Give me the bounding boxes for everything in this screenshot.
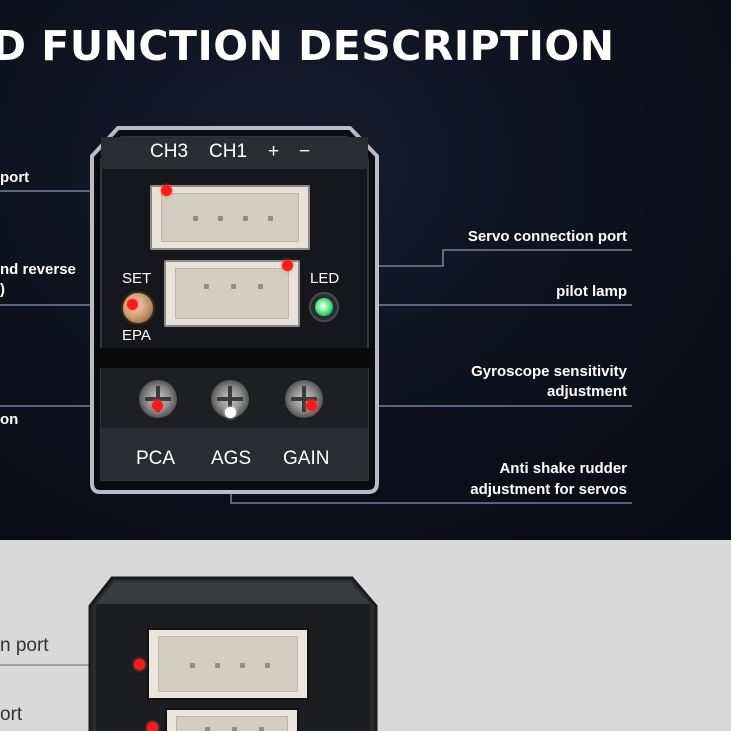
- label-led: LED: [310, 270, 340, 287]
- pin: [268, 216, 273, 221]
- label-left-port: port: [0, 169, 30, 186]
- label-plus: +: [268, 141, 280, 162]
- board-divider: [94, 348, 374, 368]
- board2-top-face: [96, 582, 370, 604]
- led-lens: [315, 298, 333, 316]
- label-ch3: CH3: [150, 141, 189, 162]
- pin: [243, 216, 248, 221]
- set-epa-button[interactable]: [121, 291, 155, 325]
- pin: [240, 663, 245, 668]
- pin: [205, 727, 210, 731]
- label-set: SET: [122, 270, 152, 287]
- board-header-strip: [101, 137, 368, 169]
- pin: [231, 284, 236, 289]
- gain-knob[interactable]: [283, 378, 325, 420]
- marker-servo: [282, 260, 293, 271]
- pin: [218, 216, 223, 221]
- pin: [258, 284, 263, 289]
- pca-knob[interactable]: [137, 378, 179, 420]
- marker-servo-2: [147, 722, 158, 731]
- ags-knob[interactable]: [209, 378, 251, 420]
- pin: [259, 727, 264, 731]
- controller-board-2: [0, 576, 378, 731]
- label-epa: EPA: [122, 327, 151, 344]
- label-bottom-port-1: n port: [0, 635, 49, 656]
- label-pca: PCA: [136, 448, 176, 469]
- pin: [190, 663, 195, 668]
- pin: [265, 663, 270, 668]
- pin: [193, 216, 198, 221]
- page-title: D FUNCTION DESCRIPTION: [0, 22, 615, 70]
- label-left-on: on: [0, 411, 19, 428]
- connector-socket: [175, 268, 289, 319]
- marker-port-2: [134, 659, 145, 670]
- board-footer-strip: [101, 428, 368, 480]
- ch-connector-bottom: [147, 628, 309, 700]
- label-left-reverse-2: ): [0, 281, 5, 298]
- pin: [204, 284, 209, 289]
- marker-gain: [306, 400, 317, 411]
- label-anti-1: Anti shake rudder: [499, 460, 627, 477]
- label-gyro-1: Gyroscope sensitivity: [471, 363, 627, 380]
- connector-socket: [158, 636, 298, 692]
- bottom-panel: n port ort: [0, 540, 731, 731]
- servo-connector: [164, 260, 300, 327]
- pin: [215, 663, 220, 668]
- marker-port: [161, 185, 172, 196]
- label-minus: −: [299, 141, 311, 162]
- ch-connector-top: [150, 185, 310, 250]
- servo-connector-bottom: [165, 708, 299, 731]
- pin: [232, 727, 237, 731]
- label-left-reverse-1: nd reverse: [0, 261, 76, 278]
- marker-pca: [152, 400, 163, 411]
- label-pilot-lamp: pilot lamp: [556, 283, 627, 300]
- connector-socket: [161, 193, 299, 242]
- marker-ags: [225, 407, 236, 418]
- label-gain: GAIN: [283, 448, 330, 469]
- top-panel: D FUNCTION DESCRIPTION CH3 CH1 + − S: [0, 0, 731, 540]
- label-servo-port: Servo connection port: [467, 228, 627, 245]
- label-ags: AGS: [211, 448, 252, 469]
- label-anti-2: adjustment for servos: [470, 481, 627, 498]
- label-bottom-port-2: ort: [0, 704, 23, 725]
- label-gyro-2: adjustment: [546, 383, 627, 400]
- marker-set: [127, 299, 138, 310]
- label-ch1: CH1: [209, 141, 248, 162]
- pilot-led: [309, 292, 339, 322]
